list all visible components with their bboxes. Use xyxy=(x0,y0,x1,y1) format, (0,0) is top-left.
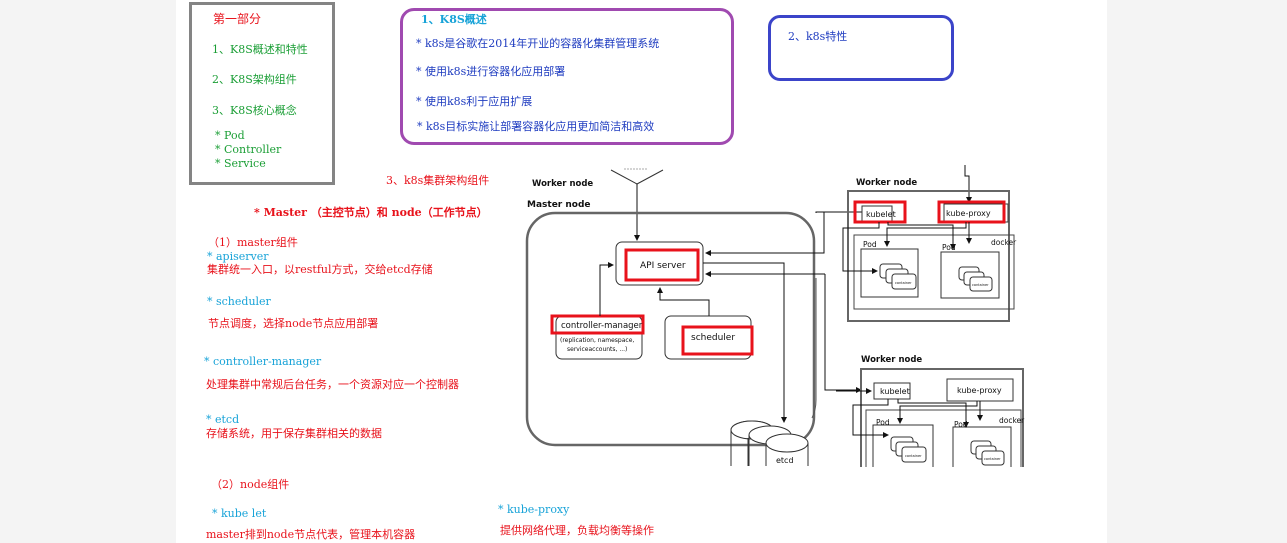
worker-1-kubelet-label: kubelet xyxy=(866,210,896,219)
controller-manager-sub1: (replication, namespace, xyxy=(560,337,634,344)
outline-box xyxy=(189,2,335,185)
kube-proxy-label: * kube-proxy xyxy=(498,503,570,516)
master-node-box xyxy=(525,211,816,447)
worker-1-docker-label: docker xyxy=(991,238,1017,247)
worker-2-kubelet-box xyxy=(873,382,911,400)
worker-1-docker-box xyxy=(853,234,1015,310)
client-funnel-icon xyxy=(610,168,664,241)
outline-sub-item-service: * Service xyxy=(215,157,266,170)
outline-item-2: 2、K8S架构组件 xyxy=(212,73,297,86)
master-heading: （1）master组件 xyxy=(208,236,298,249)
architecture-summary: * Master （主控节点）和 node（工作节点） xyxy=(254,206,488,219)
kubelet-label: * kube let xyxy=(212,507,267,520)
features-title: 2、k8s特性 xyxy=(788,30,848,43)
worker-2-docker-box xyxy=(865,409,1022,467)
node-heading: （2）node组件 xyxy=(211,478,290,491)
overview-title: 1、K8S概述 xyxy=(421,13,487,26)
outline-sub-item-pod: * Pod xyxy=(215,129,245,142)
overview-point-2: * 使用k8s进行容器化应用部署 xyxy=(416,65,566,78)
outline-item-1: 1、K8S概述和特性 xyxy=(212,43,308,56)
apiserver-desc: 集群统一入口，以restful方式，交给etcd存储 xyxy=(207,263,433,276)
scheduler-desc: 节点调度，选择node节点应用部署 xyxy=(208,317,379,330)
overview-point-4: * k8s目标实施让部署容器化应用更加简洁和高效 xyxy=(417,120,655,133)
etcd-desc: 存储系统，用于保存集群相关的数据 xyxy=(206,427,382,440)
controller-manager-label: * controller-manager xyxy=(204,355,322,368)
worker-1-pod-2-label: Pod xyxy=(942,243,956,252)
outline-item-3: 3、K8S核心概念 xyxy=(212,104,297,117)
scheduler-diagram-label: scheduler xyxy=(691,333,735,343)
worker-nodes-area: Worker node kubelet kube-proxy docker Po… xyxy=(836,165,1025,467)
scheduler-label: * scheduler xyxy=(207,295,271,308)
overview-point-1: * k8s是谷歌在2014年开业的容器化集群管理系统 xyxy=(416,37,660,50)
etcd-cylinders: etcd xyxy=(730,420,809,466)
controller-manager-desc: 处理集群中常规后台任务，一个资源对应一个控制器 xyxy=(206,378,459,391)
kubelet-desc: master排到node节点代表，管理本机容器 xyxy=(206,528,416,541)
worker-2-pod-2-label: Pod xyxy=(954,420,968,429)
api-server-label: API server xyxy=(640,261,686,271)
worker-2-kubelet-label: kubelet xyxy=(880,387,910,396)
worker-2-container-label-2: container xyxy=(984,457,1001,461)
overview-point-3: * 使用k8s利于应用扩展 xyxy=(416,95,533,108)
controller-manager-sub2: serviceaccounts, ...) xyxy=(567,346,627,353)
kube-proxy-desc: 提供网络代理，负载均衡等操作 xyxy=(500,524,654,537)
worker-2-pod-1-label: Pod xyxy=(876,418,890,427)
apiserver-label: * apiserver xyxy=(207,250,269,263)
outline-sub-item-controller: * Controller xyxy=(215,143,282,156)
worker-node-1-label: Worker node xyxy=(856,178,917,188)
master-node-label: Master node xyxy=(527,200,591,210)
worker-1-kube-proxy-label: kube-proxy xyxy=(946,209,991,218)
worker-node-2-box xyxy=(860,368,1024,467)
worker-1-kube-proxy-highlight xyxy=(937,200,1006,224)
worker-1-kubelet-highlight xyxy=(853,200,907,224)
worker-2-container-label: container xyxy=(905,454,922,458)
features-box xyxy=(768,15,954,81)
controller-manager-highlight xyxy=(550,314,645,335)
api-server-highlight xyxy=(624,248,700,282)
worker-2-docker-label: docker xyxy=(999,416,1025,425)
worker-node-1-box xyxy=(847,190,1010,322)
etcd-label: * etcd xyxy=(206,413,240,426)
controller-manager-diagram-label: controller-manager xyxy=(561,321,643,331)
scheduler-highlight xyxy=(681,325,754,356)
worker-1-container-label: container xyxy=(895,281,912,285)
container-icon xyxy=(891,273,917,290)
etcd-diagram-label: etcd xyxy=(776,456,794,465)
overview-box xyxy=(400,8,734,145)
outline-title: 第一部分 xyxy=(213,12,262,26)
worker-2-kube-proxy-label: kube-proxy xyxy=(957,386,1002,395)
worker-node-2-label: Worker node xyxy=(861,355,922,365)
architecture-title: 3、k8s集群架构组件 xyxy=(386,174,490,187)
worker-node-1-label: Worker node xyxy=(532,179,593,189)
document-page: 第一部分 1、K8S概述和特性 2、K8S架构组件 3、K8S核心概念 * Po… xyxy=(176,0,1107,543)
worker-1-container-label-2: container xyxy=(972,283,989,287)
worker-1-pod-1-label: Pod xyxy=(863,240,877,249)
